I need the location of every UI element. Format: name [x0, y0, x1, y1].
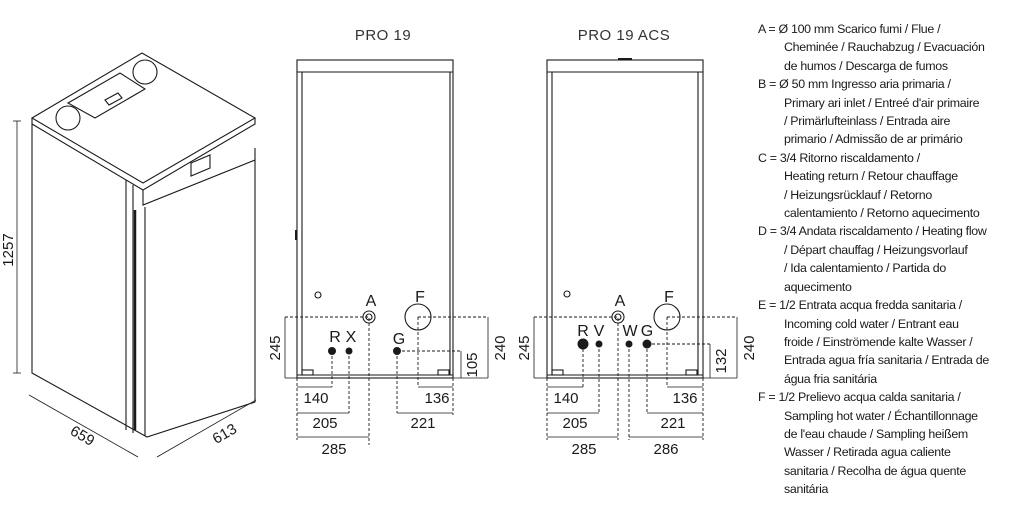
legend-line: Wasser / Retirada agua caliente — [784, 445, 951, 460]
legend-line: B = Ø 50 mm Ingresso aria primaria / — [758, 77, 951, 92]
legend-line: água fria sanitária — [784, 371, 877, 386]
legend-line: Entrada agua fría sanitaria / Entrada de — [784, 353, 989, 368]
legend-line: D = 3/4 Andata riscaldamento / Heating f… — [758, 224, 987, 239]
legend-line: / Départ chauffag / Heizungsvorlauf — [784, 242, 968, 257]
svg-text:X: X — [346, 329, 357, 346]
svg-text:245: 245 — [267, 335, 284, 360]
top-panel — [66, 72, 147, 119]
svg-text:132: 132 — [713, 348, 730, 373]
legend-line: de l'eau chaude / Sampling heißem — [784, 426, 968, 441]
legend-line: F = 1/2 Prelievo acqua calda sanitaria / — [758, 390, 961, 405]
legend-line: calentamiento / Retorno aquecimento — [784, 206, 980, 221]
pro19-front-view: PRO 19 A F R X G 245 240 105 — [267, 27, 509, 458]
legend-line: sanitaria / Recolha de água quente — [784, 463, 966, 478]
legend-line: Incoming cold water / Entrant eau — [784, 316, 959, 331]
top-handle — [104, 92, 123, 106]
width-label: 613 — [210, 420, 240, 447]
pro19-title: PRO 19 — [355, 27, 411, 44]
svg-text:140: 140 — [553, 390, 578, 407]
svg-text:221: 221 — [410, 415, 435, 432]
svg-text:136: 136 — [424, 390, 449, 407]
connection-a — [362, 310, 376, 324]
svg-text:205: 205 — [312, 415, 337, 432]
svg-text:285: 285 — [571, 441, 596, 458]
legend-line: E = 1/2 Entrata acqua fredda sanitaria / — [758, 298, 962, 313]
bolt-icon — [563, 290, 571, 298]
connection-a — [611, 310, 625, 324]
legend-entry: D = 3/4 Andata riscaldamento / Heating f… — [758, 222, 1030, 296]
pro19acs-front-view: PRO 19 ACS A F R V W G 245 240 132 — [516, 27, 758, 458]
svg-text:285: 285 — [321, 441, 346, 458]
svg-text:240: 240 — [741, 335, 758, 360]
height-label: 1257 — [0, 233, 17, 266]
svg-text:F: F — [664, 289, 674, 306]
svg-text:W: W — [622, 323, 638, 340]
legend-line: / Primärlufteinlass / Entrada aire — [784, 114, 951, 129]
legend-line: / Ida calentamiento / Partida do — [784, 261, 946, 276]
svg-text:V: V — [594, 323, 605, 340]
legend-line: A = Ø 100 mm Scarico fumi / Flue / — [758, 22, 941, 36]
svg-text:245: 245 — [516, 335, 533, 360]
legend-line: Cheminée / Rauchabzug / Evacuación — [784, 40, 985, 55]
flue-outlet-top — [55, 105, 81, 131]
svg-text:R: R — [577, 323, 589, 340]
legend-line: Primary ari inlet / Entreé d'air primair… — [784, 95, 980, 110]
svg-text:140: 140 — [303, 390, 328, 407]
svg-text:A: A — [615, 293, 626, 310]
bolt-icon — [314, 291, 322, 299]
svg-text:F: F — [415, 289, 425, 306]
depth-label: 659 — [67, 422, 97, 449]
legend-entry: A = Ø 100 mm Scarico fumi / Flue / Chemin… — [758, 20, 1030, 75]
svg-text:G: G — [393, 331, 405, 348]
legend-line: sanitária — [784, 482, 829, 497]
legend-line: primario / Admissão de ar primário — [784, 132, 963, 147]
top-face — [30, 52, 257, 184]
svg-text:A: A — [366, 293, 377, 310]
svg-text:205: 205 — [562, 415, 587, 432]
legend-entry: B = Ø 50 mm Ingresso aria primaria / Prim… — [758, 75, 1030, 149]
svg-text:221: 221 — [660, 415, 685, 432]
legend-line: Sampling hot water / Échantillonnage — [784, 408, 978, 423]
legend-line: C = 3/4 Ritorno riscaldamento / — [758, 150, 920, 165]
legend-line: Heating return / Retour chauffage — [784, 169, 958, 184]
connections-legend: A = Ø 100 mm Scarico fumi / Flue / Chemin… — [758, 20, 1030, 499]
legend-line: froide / Einströmende kalte Wasser / — [784, 334, 973, 349]
legend-entry: E = 1/2 Entrata acqua fredda sanitaria /… — [758, 296, 1030, 388]
svg-text:240: 240 — [492, 335, 509, 360]
svg-text:105: 105 — [464, 352, 481, 377]
svg-text:R: R — [329, 329, 341, 346]
svg-text:286: 286 — [653, 441, 678, 458]
air-inlet-top — [132, 59, 158, 85]
pro19acs-title: PRO 19 ACS — [578, 27, 671, 44]
legend-entry: C = 3/4 Ritorno riscaldamento / Heating r… — [758, 149, 1030, 223]
legend-line: / Heizungsrücklauf / Retorno — [784, 187, 932, 202]
legend-entry: F = 1/2 Prelievo acqua calda sanitaria /… — [758, 388, 1030, 498]
isometric-view: 1257 659 613 — [0, 52, 257, 458]
legend-line: aquecimento — [784, 279, 852, 294]
legend-line: de humos / Descarga de fumos — [784, 58, 948, 73]
svg-text:G: G — [641, 323, 653, 340]
svg-text:136: 136 — [672, 390, 697, 407]
side-handle — [190, 154, 211, 177]
